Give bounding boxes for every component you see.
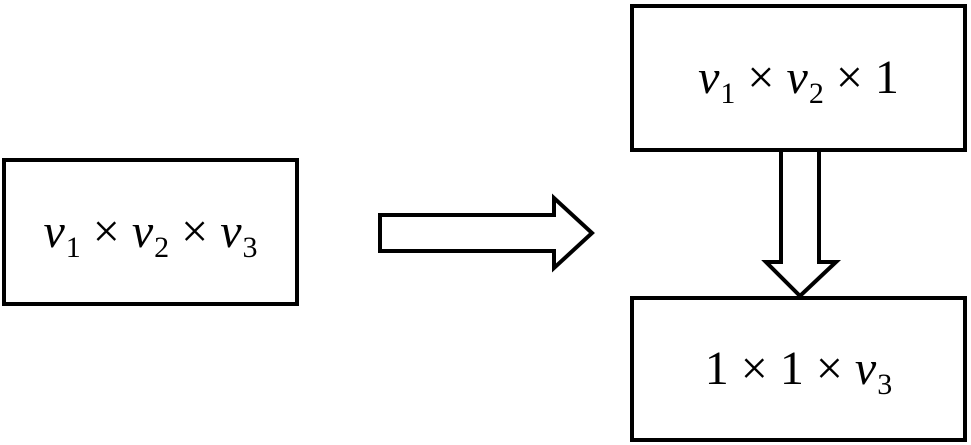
first-step-tensor-box: v1 × v2 × 1 [630, 4, 967, 152]
times-symbol: × [815, 342, 843, 395]
down-arrow-icon [761, 148, 842, 299]
term-v1: v1 [698, 51, 736, 110]
term-v1: v1 [43, 205, 81, 264]
times-symbol: × [740, 342, 768, 395]
times-symbol: × [835, 51, 863, 104]
term-v2: v2 [786, 51, 824, 110]
term-v2: v2 [131, 205, 170, 264]
second-step-tensor-box: 1 × 1 × v3 [630, 296, 967, 442]
term-one: 1 [704, 342, 729, 395]
term-v3: v3 [220, 205, 258, 264]
term-one: 1 [874, 51, 899, 104]
term-v3: v3 [854, 342, 893, 401]
times-symbol: × [181, 205, 209, 258]
times-symbol: × [747, 51, 775, 104]
term-one: 1 [779, 342, 804, 395]
input-tensor-box: v1 × v2 × v3 [2, 158, 299, 306]
right-arrow-icon [378, 193, 595, 273]
times-symbol: × [92, 205, 120, 258]
